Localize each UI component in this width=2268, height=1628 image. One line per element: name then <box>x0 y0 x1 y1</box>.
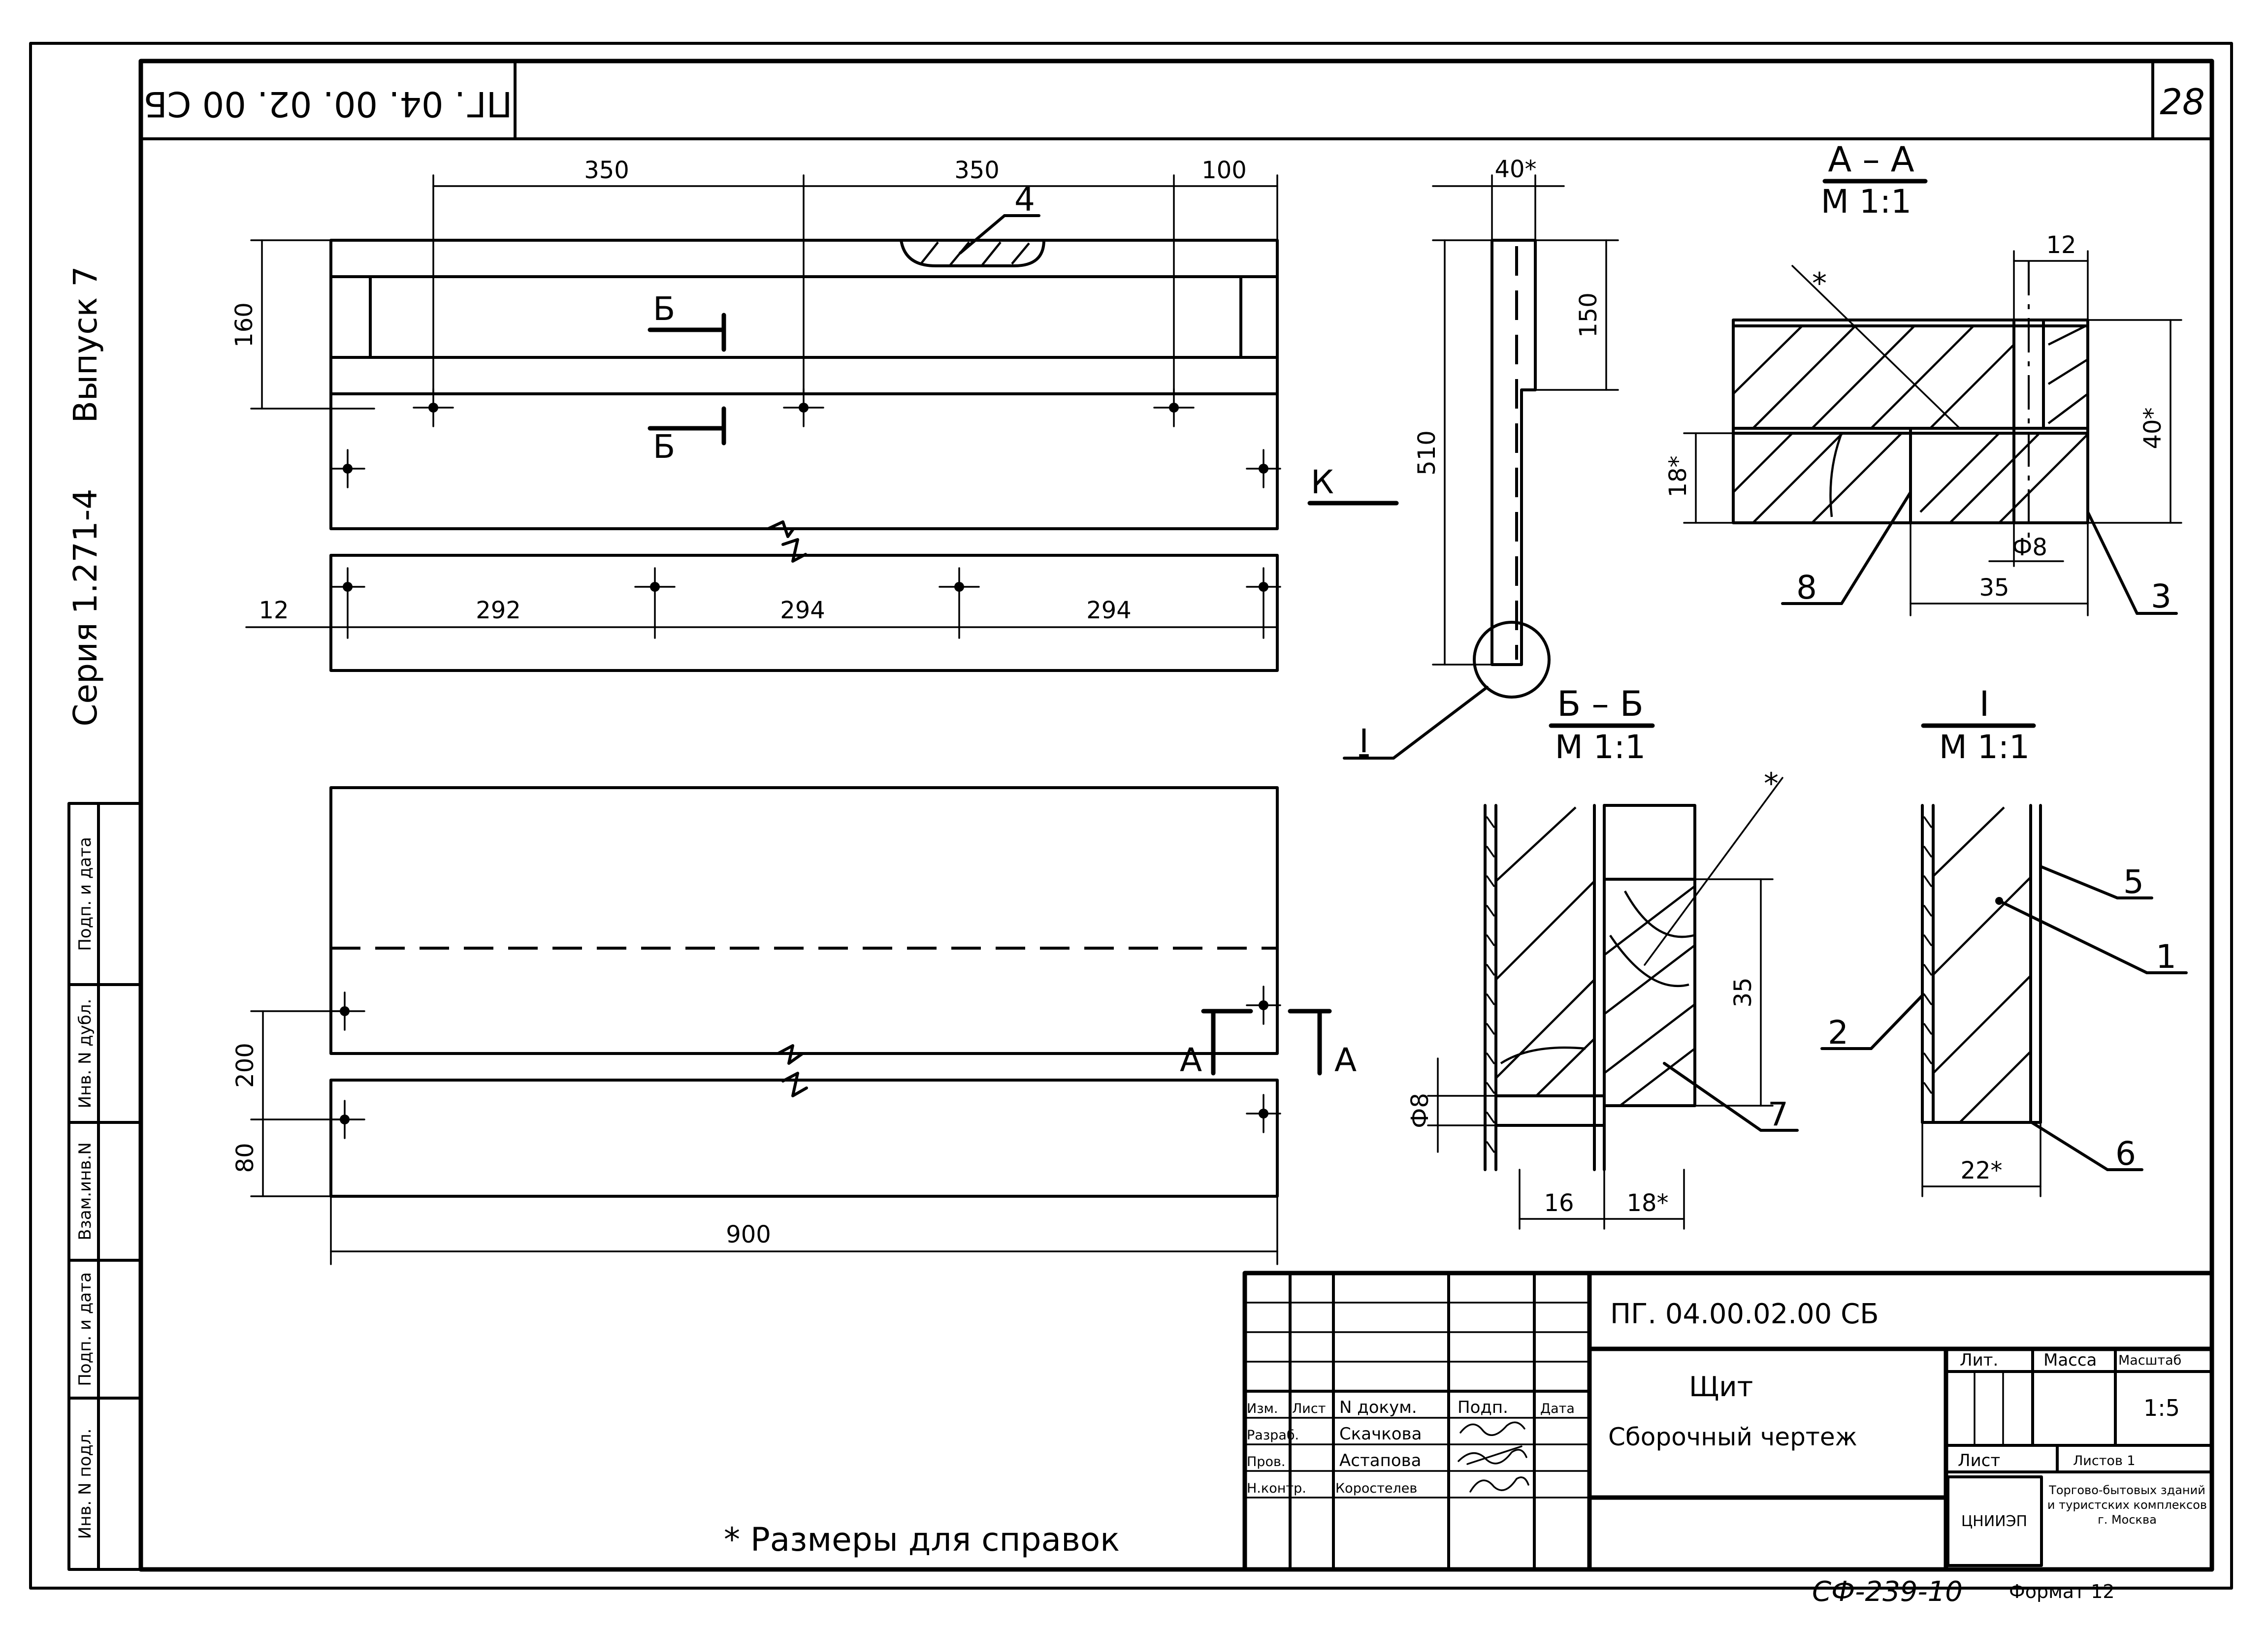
aa-callout-8: 8 <box>1796 569 1817 607</box>
tb-subtitle: Сборочный чертеж <box>1608 1423 1857 1451</box>
signature-3 <box>1469 1476 1529 1493</box>
strip-podp-data-1: Подп. и дата <box>75 1272 95 1386</box>
tb-name: Щит <box>1689 1371 1753 1403</box>
detail-i: I М 1:1 22* 5 1 2 6 <box>1820 684 2188 1197</box>
title-block: Изм. Лист N докум. Подп. Дата Разраб. Ск… <box>1242 1271 2214 1572</box>
tb-doc-code: ПГ. 04.00.02.00 СБ <box>1610 1298 1879 1330</box>
row-person-skachkova: Скачкова <box>1339 1424 1422 1444</box>
section-aa-scale: М 1:1 <box>1821 183 1912 221</box>
section-bb: Б – Б М 1:1 * 35 Ф8 <box>1406 684 1799 1230</box>
row-person-korostelev: Коростелев <box>1335 1481 1417 1496</box>
detail-callout-5: 5 <box>2123 863 2144 901</box>
col-izm: Изм. <box>1247 1401 1278 1416</box>
footer-code: СФ-239-10 <box>1812 1576 1963 1608</box>
tb-masshtab: Масштаб <box>2118 1353 2181 1368</box>
aa-callout-3: 3 <box>2151 577 2171 615</box>
row-role-razrab: Разраб. <box>1247 1428 1299 1443</box>
tb-list: Лист <box>1958 1451 2000 1470</box>
callout-4: 4 <box>1014 181 1035 219</box>
strip-inv-dubl: Инв. N дубл. <box>75 999 95 1109</box>
reference-note: * Размеры для справок <box>724 1521 1120 1559</box>
page-number: 28 <box>2160 81 2205 123</box>
dim-900: 900 <box>726 1221 771 1248</box>
aa-dim-35: 35 <box>1979 574 2009 602</box>
detail-i-label: I <box>1359 722 1368 760</box>
aa-dim-hole: Ф8 <box>2012 534 2047 561</box>
org-logo-text: ЦНИИЭП <box>1961 1513 2027 1530</box>
detail-dim-22-star: 22* <box>1960 1157 2002 1184</box>
bb-dim-hole: Ф8 <box>1406 1093 1434 1128</box>
hole-marks-top <box>330 388 1281 639</box>
side-seria: Серия <box>66 622 104 726</box>
dim-294-a: 294 <box>780 597 825 624</box>
col-podp: Подп. <box>1458 1398 1508 1417</box>
dim-200: 200 <box>231 1043 259 1088</box>
side-view: 40* 510 150 I <box>1343 156 1619 760</box>
dim-80: 80 <box>231 1143 259 1173</box>
top-view: 4 350 350 100 160 <box>230 157 1399 672</box>
dim-12: 12 <box>259 597 289 624</box>
dim-294-b: 294 <box>1086 597 1132 624</box>
detail-callout-2: 2 <box>1828 1014 1848 1052</box>
dim-510: 510 <box>1413 430 1441 476</box>
view-k-marker: К <box>1311 463 1334 501</box>
org-name: Торгово-бытовых зданий и туристских комп… <box>2047 1483 2207 1527</box>
corner-code: ПГ. 04. 00. 02. 00 СБ <box>144 84 513 124</box>
dim-350-a: 350 <box>584 157 629 184</box>
left-strip-table: Инв. N подл. Подп. и дата Взам.инв.N Инв… <box>67 802 142 1571</box>
org-logo <box>1946 1475 2043 1567</box>
section-bb-title: Б – Б <box>1557 684 1644 724</box>
dim-292: 292 <box>476 597 521 624</box>
inner-frame <box>138 59 2214 1572</box>
svg-text:*: * <box>1812 266 1827 301</box>
dim-40-star: 40* <box>1494 156 1536 183</box>
section-bb-scale: М 1:1 <box>1555 728 1646 766</box>
bb-dim-35: 35 <box>1729 977 1757 1007</box>
dim-350-b: 350 <box>954 157 1000 184</box>
bb-callout-7: 7 <box>1768 1095 1788 1133</box>
aa-dim-18-star: 18* <box>1664 455 1692 497</box>
detail-callout-1: 1 <box>2156 938 2176 976</box>
side-seria-number: 1.271-4 <box>66 489 104 614</box>
strip-podp-data-2: Подп. и дата <box>75 837 95 951</box>
tb-scale-value: 1:5 <box>2143 1395 2180 1421</box>
detail-i-title: I <box>1979 684 1990 724</box>
section-a-marker-right: А <box>1334 1041 1357 1079</box>
section-b-marker-top: Б <box>653 290 675 328</box>
dim-160: 160 <box>230 302 258 348</box>
row-role-nkontr: Н.контр. <box>1247 1481 1306 1496</box>
signature-1 <box>1459 1421 1525 1436</box>
col-list: Лист <box>1292 1401 1326 1416</box>
strip-inv-podl: Инв. N подл. <box>75 1429 95 1539</box>
outer-frame <box>29 42 2233 1590</box>
dim-150: 150 <box>1575 292 1602 338</box>
detail-i-scale: М 1:1 <box>1939 728 2030 766</box>
tb-massa: Масса <box>2043 1350 2097 1370</box>
section-aa-title: А – А <box>1828 139 1914 180</box>
row-role-prov: Пров. <box>1247 1454 1285 1469</box>
col-n-dokum: N докум. <box>1339 1398 1417 1417</box>
tb-listov: Листов 1 <box>2073 1453 2136 1468</box>
col-data: Дата <box>1540 1401 1575 1416</box>
section-b-marker-bottom: Б <box>653 428 675 466</box>
strip-vzam-inv: Взам.инв.N <box>75 1142 95 1240</box>
bb-dim-18-star: 18* <box>1626 1189 1668 1217</box>
svg-text:*: * <box>1764 766 1779 801</box>
dim-100: 100 <box>1201 157 1247 184</box>
side-vypusk: Выпуск 7 <box>66 266 104 423</box>
footer-format: Формат 12 <box>2009 1581 2115 1602</box>
bottom-view: 200 80 900 А А <box>231 786 1357 1265</box>
aa-dim-12: 12 <box>2046 231 2076 259</box>
section-a-marker-left: А <box>1180 1041 1202 1079</box>
section-aa: А – А М 1:1 * 12 <box>1664 139 2182 616</box>
bb-dim-16: 16 <box>1544 1189 1574 1217</box>
signature-2 <box>1458 1445 1527 1465</box>
aa-dim-40-star: 40* <box>2139 407 2167 449</box>
row-person-astapova: Астапова <box>1339 1451 1422 1470</box>
detail-callout-6: 6 <box>2115 1135 2136 1173</box>
tb-lit: Лит. <box>1960 1350 1998 1370</box>
